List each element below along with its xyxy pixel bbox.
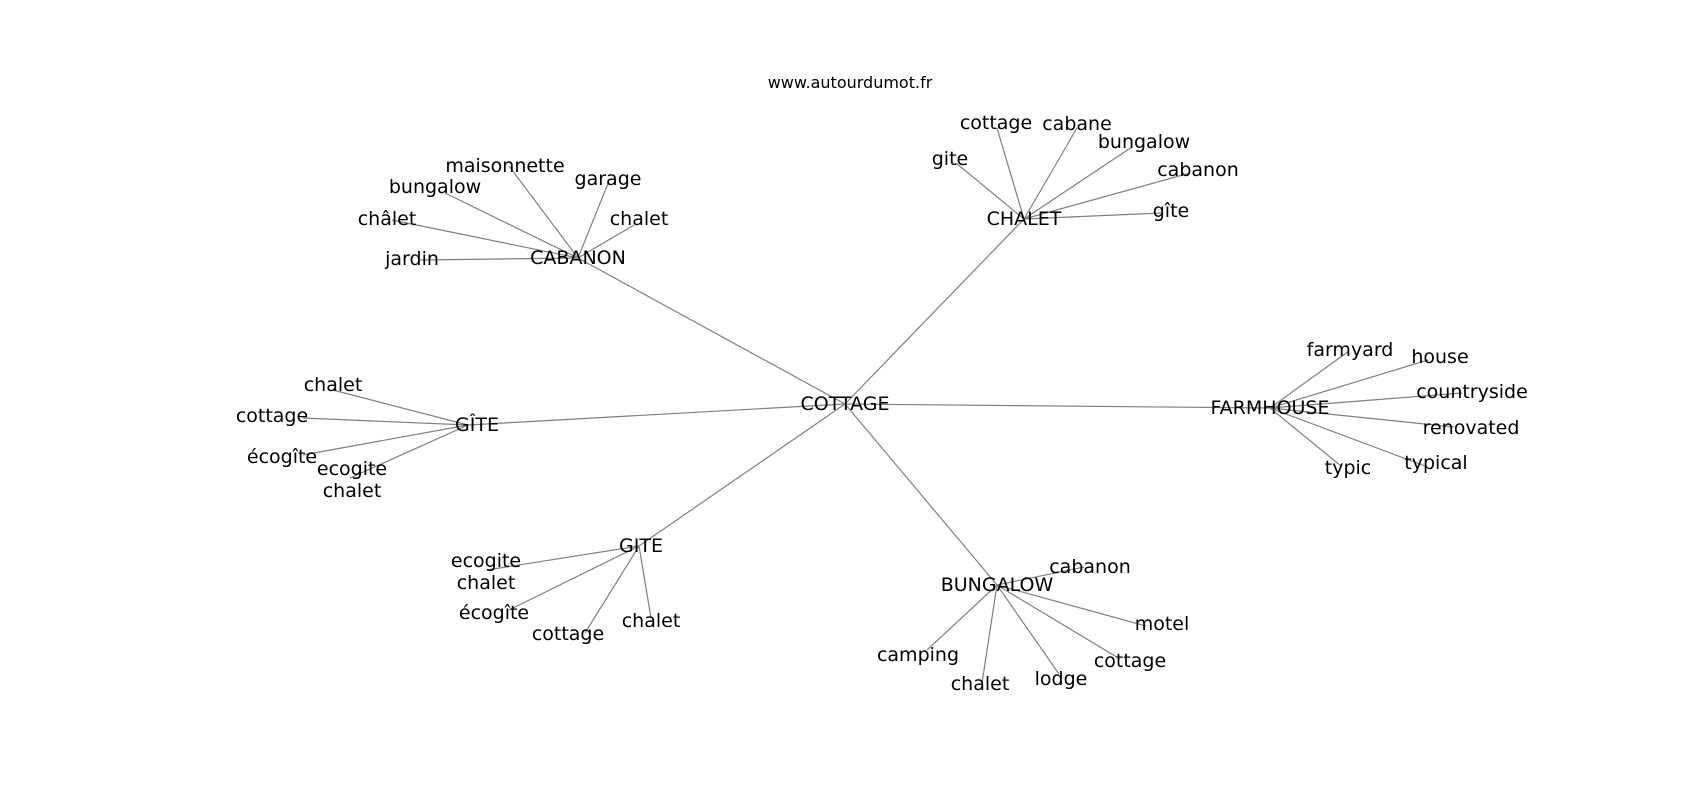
- node-gite-chalet: chalet: [304, 374, 363, 396]
- edge-farmhouse-countryside: [1269, 392, 1463, 409]
- node-gite-chalet: chalet: [622, 610, 681, 632]
- node-chalet-cabanon: cabanon: [1157, 159, 1239, 181]
- node-cabanon-garage: garage: [575, 168, 642, 190]
- edge-farmhouse-typic: [1269, 407, 1342, 467]
- edge-chalet-cabanon: [1023, 172, 1191, 220]
- node-hub-gite-2: GÎTE: [455, 413, 499, 436]
- node-chalet-bungalow: bungalow: [1098, 131, 1190, 153]
- node-chalet-cottage: cottage: [960, 112, 1032, 134]
- edge-cabanon-jardin: [419, 257, 579, 261]
- edge-bungalow-camping: [926, 584, 998, 651]
- edge-chalet-gite: [955, 162, 1025, 220]
- edge-farmhouse-renovated: [1269, 407, 1455, 428]
- edge-gite-cottage: [584, 545, 640, 634]
- edge-cabanon-chalet: [391, 219, 579, 259]
- edge-cabanon-maisonnette: [508, 165, 579, 259]
- edge-farmhouse-house: [1269, 359, 1429, 409]
- edge-gite-cottage: [302, 417, 469, 426]
- node-farmhouse-typic: typic: [1325, 457, 1371, 479]
- edge-chalet-gite: [1023, 212, 1163, 220]
- node-cabanon-chalet: chalet: [610, 208, 669, 230]
- edge-gite-ecogite: [508, 545, 640, 611]
- edge-center-gite: [638, 403, 846, 547]
- edge-center-farmhouse: [844, 403, 1271, 409]
- node-hub-farmhouse-3: FARMHOUSE: [1211, 397, 1330, 419]
- node-bungalow-motel: motel: [1135, 613, 1190, 635]
- edge-cabanon-chalet: [577, 224, 635, 259]
- node-gite-cottage: cottage: [236, 405, 308, 427]
- node-hub-cabanon-0: CABANON: [530, 247, 626, 269]
- edge-center-cabanon: [577, 257, 846, 405]
- edge-gite-chalet: [332, 389, 469, 426]
- node-cabanon-chalet: châlet: [358, 208, 417, 230]
- edge-gite-ecogite-chalet: [349, 424, 469, 479]
- labels-layer: COTTAGECABANONmaisonnettegaragebungalowc…: [236, 112, 1528, 695]
- node-bungalow-camping: camping: [877, 644, 959, 666]
- edge-chalet-cabane: [1023, 127, 1078, 220]
- edge-chalet-cottage: [996, 127, 1025, 220]
- node-farmhouse-renovated: renovated: [1423, 417, 1520, 439]
- edge-center-bungalow: [844, 403, 998, 586]
- node-bungalow-cabanon: cabanon: [1049, 556, 1131, 578]
- node-farmhouse-house: house: [1411, 346, 1468, 368]
- edge-cabanon-bungalow: [444, 192, 579, 259]
- node-bungalow-cottage: cottage: [1094, 650, 1166, 672]
- node-gite-ecogite: écogîte: [459, 602, 529, 624]
- node-chalet-gite: gîte: [1153, 200, 1189, 222]
- node-hub-bungalow-5: BUNGALOW: [941, 574, 1054, 596]
- edge-bungalow-cottage: [996, 584, 1121, 660]
- node-farmhouse-farmyard: farmyard: [1307, 339, 1394, 361]
- node-hub-chalet-1: CHALET: [987, 208, 1062, 230]
- edge-gite-ecogite-chalet: [486, 545, 640, 571]
- site-label: www.autourdumot.fr: [768, 73, 933, 92]
- node-gite-ecogite: écogîte: [247, 446, 317, 468]
- edge-chalet-bungalow: [1023, 146, 1133, 220]
- node-bungalow-lodge: lodge: [1035, 668, 1088, 690]
- edge-gite-chalet: [638, 545, 652, 619]
- edge-center-gite: [467, 403, 846, 426]
- edge-cabanon-garage: [577, 180, 610, 259]
- node-chalet-gite: gite: [932, 148, 968, 170]
- edge-farmhouse-farmyard: [1269, 350, 1350, 409]
- edge-bungalow-chalet: [981, 584, 998, 684]
- node-chalet-cabane: cabane: [1042, 113, 1112, 135]
- node-hub-gite-4: GITE: [619, 535, 663, 557]
- edge-bungalow-cabanon: [996, 566, 1085, 586]
- node-bungalow-chalet: chalet: [951, 673, 1010, 695]
- edge-center-chalet: [844, 218, 1025, 405]
- edge-bungalow-motel: [996, 584, 1147, 627]
- edges-layer: [302, 127, 1463, 684]
- edge-gite-ecogite: [302, 424, 469, 456]
- node-cabanon-bungalow: bungalow: [389, 176, 481, 198]
- edge-bungalow-lodge: [996, 584, 1060, 675]
- edge-farmhouse-typical: [1269, 407, 1426, 467]
- node-farmhouse-typical: typical: [1404, 452, 1467, 474]
- node-center-cottage: COTTAGE: [800, 393, 889, 415]
- node-gite-cottage: cottage: [532, 623, 604, 645]
- node-cabanon-maisonnette: maisonnette: [445, 155, 564, 177]
- node-farmhouse-countryside: countryside: [1416, 381, 1528, 403]
- node-cabanon-jardin: jardin: [384, 248, 439, 270]
